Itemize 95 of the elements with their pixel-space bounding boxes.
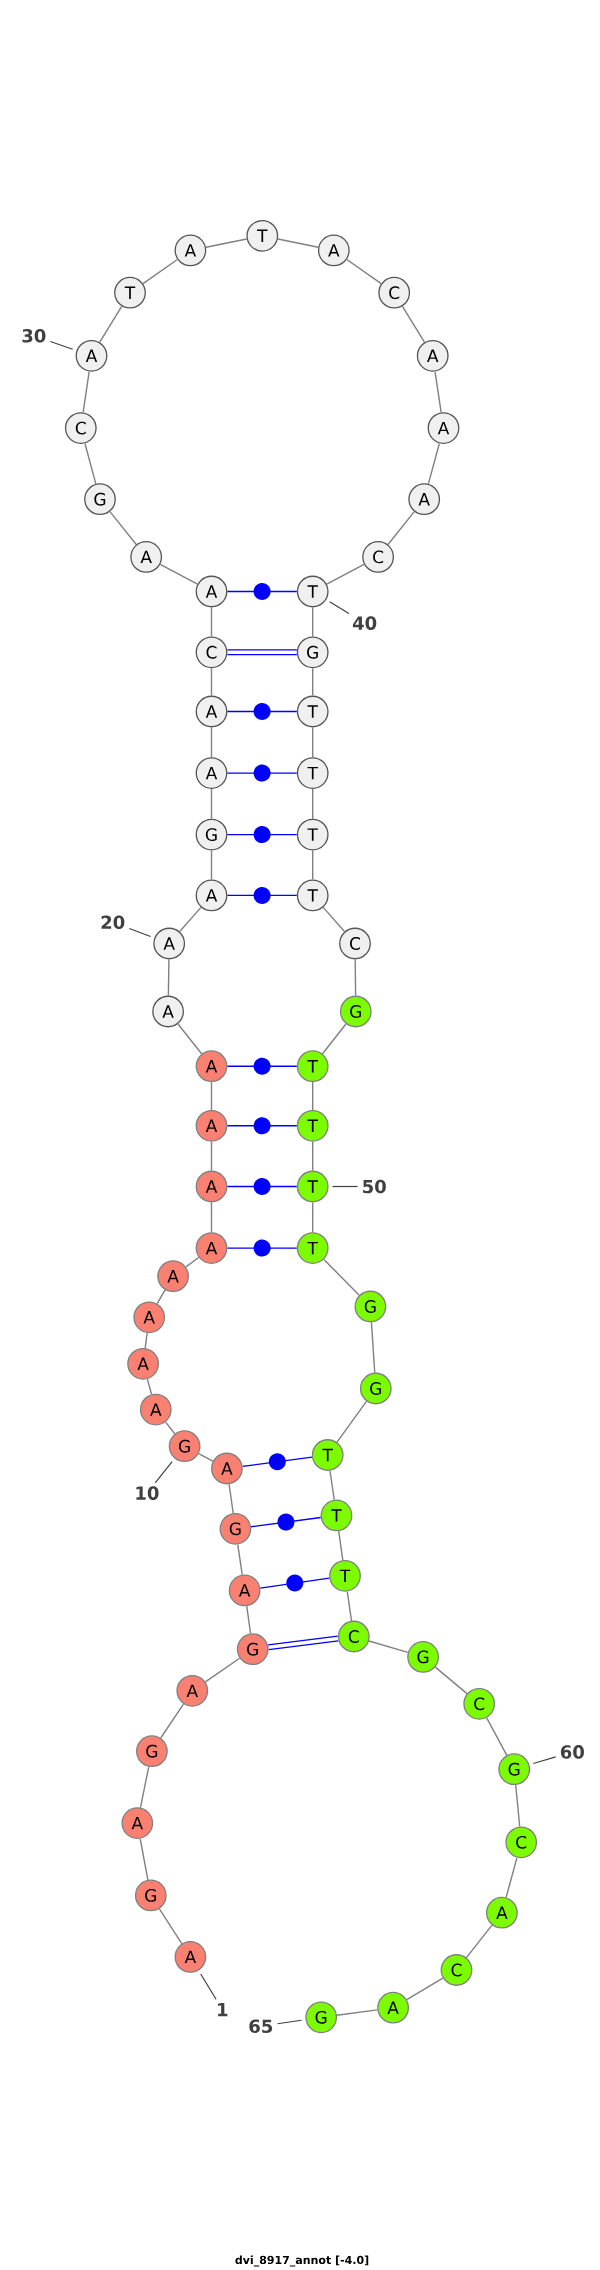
backbone-line <box>197 1452 214 1462</box>
backbone-line <box>346 258 382 285</box>
backbone-line <box>210 1201 213 1233</box>
backbone-line <box>338 1530 344 1561</box>
backbone-line <box>326 563 365 585</box>
backbone-line <box>210 667 213 697</box>
backbone-line <box>312 1141 314 1172</box>
backbone-line <box>210 726 213 758</box>
backbone-line <box>434 1666 468 1695</box>
backbone-line <box>505 1856 518 1899</box>
backbone-line <box>465 1924 493 1959</box>
base-pair-line <box>226 1057 298 1075</box>
backbone-line <box>312 788 314 820</box>
backbone-line <box>336 1400 368 1443</box>
backbone-line <box>179 906 202 933</box>
position-number: 40 <box>352 616 377 630</box>
backbone-line <box>144 1332 148 1349</box>
backbone-line <box>139 1838 149 1881</box>
position-number: 10 <box>136 1486 159 1500</box>
base-pair-line <box>226 1178 298 1195</box>
backbone-line <box>312 1081 314 1111</box>
backbone-line <box>336 2009 379 2016</box>
backbone-line <box>354 958 357 997</box>
leader-line <box>329 601 350 615</box>
position-number: 65 <box>249 2019 273 2033</box>
backbone-line <box>158 1908 183 1945</box>
backbone-line <box>486 1717 508 1756</box>
backbone-line <box>99 305 123 343</box>
base-pair-line <box>226 826 298 844</box>
backbone-line <box>210 606 213 638</box>
backbone-line <box>277 238 319 248</box>
backbone-line <box>84 442 97 485</box>
backbone-line <box>142 258 179 285</box>
backbone-line <box>370 1321 376 1374</box>
backbone-line <box>210 1081 213 1111</box>
base-pair-line <box>226 886 298 904</box>
leader-line <box>49 340 74 350</box>
base-pair-line <box>226 1117 298 1135</box>
backbone-line <box>312 726 314 758</box>
backbone-line <box>246 1605 252 1635</box>
backbone-line <box>329 1470 335 1501</box>
backbone-line <box>82 370 90 414</box>
base-pair-line <box>226 1239 298 1257</box>
leader-line <box>200 1973 217 2000</box>
backbone-line <box>156 1289 166 1305</box>
backbone-line <box>321 1023 347 1055</box>
backbone-line <box>139 1766 150 1809</box>
backbone-line <box>322 906 346 933</box>
backbone-line <box>210 1141 213 1172</box>
backbone-line <box>312 667 314 697</box>
leader-line <box>276 2019 303 2025</box>
base-pair-line <box>241 1453 313 1471</box>
base-pair-line <box>226 583 298 600</box>
base-pair-line <box>268 1635 339 1651</box>
backbone-line <box>387 510 415 546</box>
position-number: 20 <box>101 915 125 930</box>
leader-line <box>332 1185 359 1188</box>
leader-line <box>532 1756 557 1765</box>
base-pair-line <box>259 1574 330 1592</box>
backbone-line <box>210 788 213 820</box>
position-number: 30 <box>22 329 46 343</box>
backbone-line <box>237 1543 243 1576</box>
position-number: 1 <box>218 2003 228 2017</box>
backbone-line <box>312 1201 314 1233</box>
backbone-line <box>185 1256 200 1268</box>
base-pair-line <box>250 1513 322 1531</box>
base-pair-line <box>227 649 297 656</box>
position-number: 50 <box>363 1179 386 1194</box>
backbone-line <box>146 1378 153 1395</box>
backbone-line <box>109 510 137 546</box>
backbone-line <box>368 1640 409 1654</box>
backbone-line <box>434 370 442 414</box>
base-pair-line <box>226 703 298 720</box>
backbone-line <box>204 1657 241 1683</box>
caption: dvi_8917_annot [-4.0] <box>235 2255 369 2267</box>
backbone-line <box>160 1703 185 1739</box>
backbone-line <box>312 849 314 881</box>
base-pair-line <box>226 764 298 782</box>
backbone-line <box>167 958 170 997</box>
backbone-line <box>159 563 199 585</box>
leader-line <box>128 927 152 938</box>
backbone-line <box>164 1421 176 1435</box>
backbone-line <box>401 305 426 343</box>
backbone-line <box>406 1977 444 2001</box>
backbone-line <box>427 442 441 485</box>
backbone-line <box>346 1590 353 1622</box>
backbone-line <box>210 849 213 881</box>
leader-line <box>154 1461 173 1484</box>
backbone-line <box>205 238 248 248</box>
backbone-line <box>177 1023 203 1055</box>
backbone-line <box>312 606 314 638</box>
backbone-line <box>228 1483 234 1514</box>
backbone-line <box>323 1258 360 1296</box>
backbone-line <box>515 1784 521 1828</box>
position-number: 60 <box>560 1745 584 1759</box>
